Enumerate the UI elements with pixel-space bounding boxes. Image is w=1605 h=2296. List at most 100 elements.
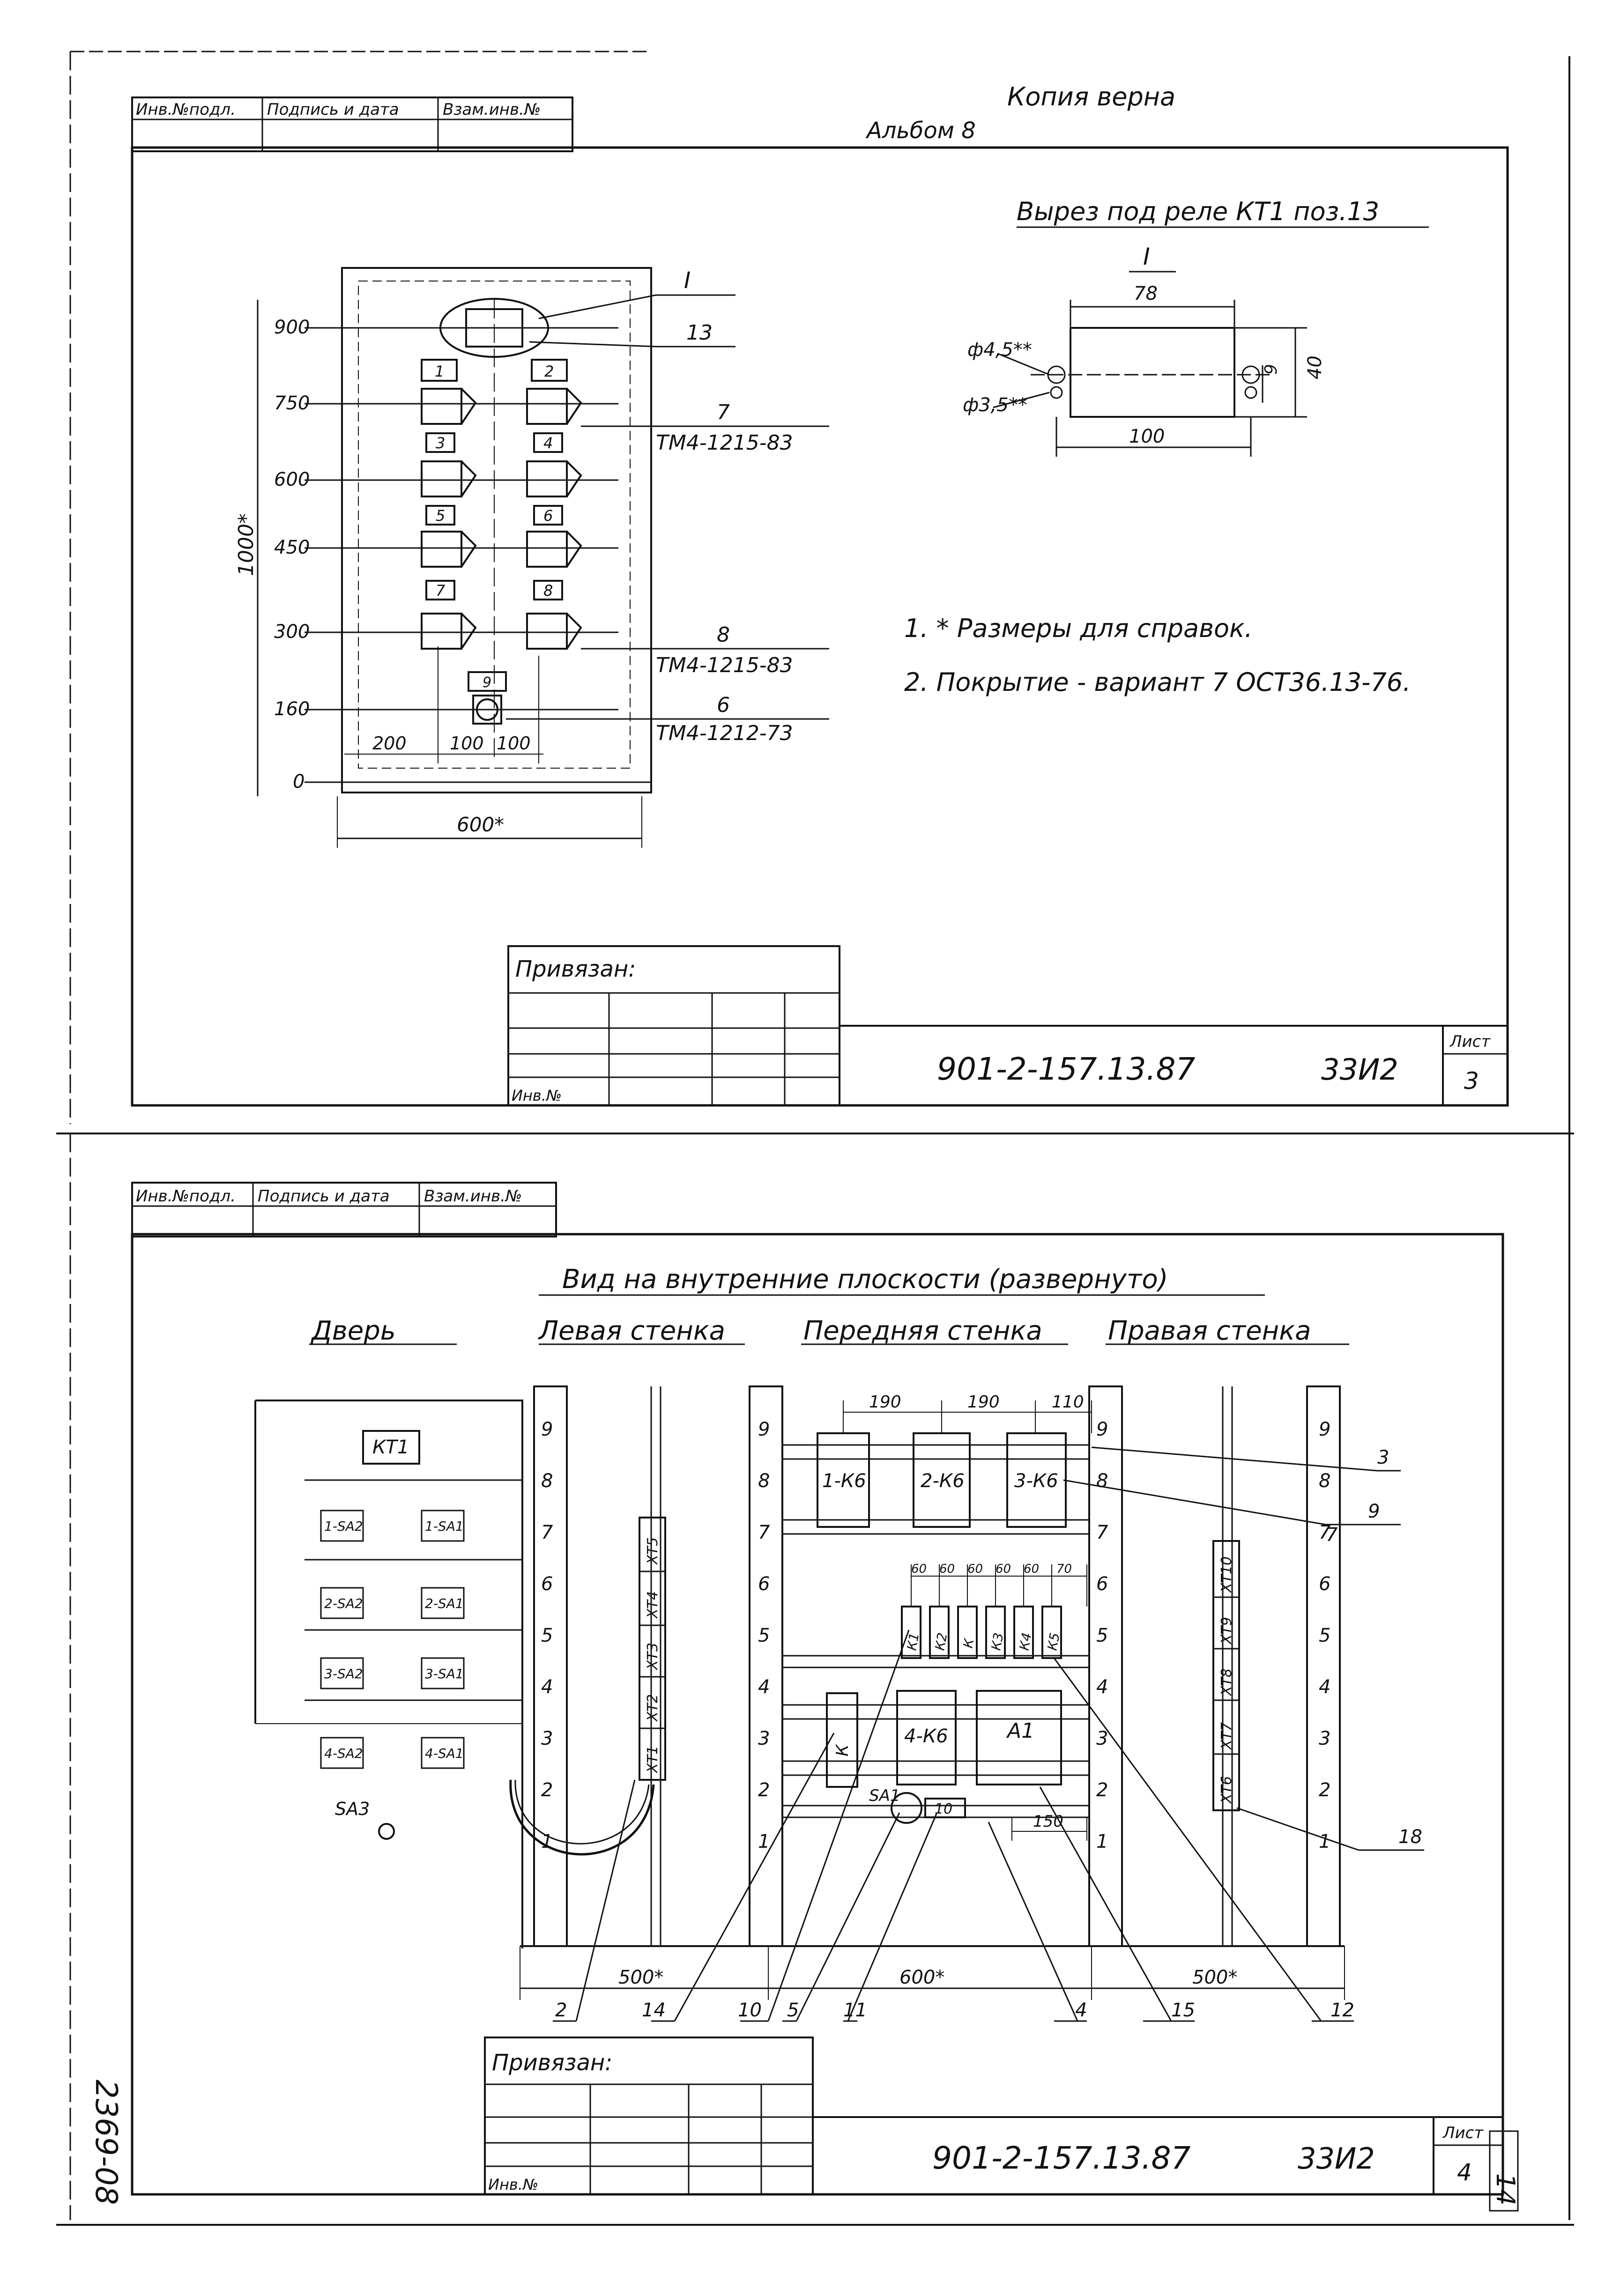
svg-text:7: 7	[1096, 1522, 1108, 1543]
callout-3: 3	[1377, 1447, 1389, 1468]
device-2k6: 2-К6	[921, 1470, 965, 1492]
svg-text:8: 8	[541, 1470, 553, 1492]
door-panel	[254, 1400, 523, 1948]
device-k2: К2	[932, 1631, 950, 1652]
cutout-hole-small: ф3,5**	[963, 394, 1027, 416]
callout-6: 6	[717, 693, 730, 717]
dim-190a: 190	[869, 1392, 901, 1412]
bottom-sheet-text: Инв.№подл. Подпись и дата Взам.инв.№ Вид…	[136, 1187, 1484, 2193]
svg-text:9: 9	[1096, 1419, 1108, 1440]
bottom-sheet	[56, 1133, 1574, 2226]
svg-text:1: 1	[1319, 1831, 1330, 1852]
rail-numbers-right: 1 2 3 4 5 6 7 8 9	[1319, 1419, 1331, 1852]
cutout-hole-big: ф4,5**	[967, 339, 1032, 361]
svg-text:1: 1	[541, 1831, 553, 1852]
cutout-width-top: 78	[1134, 283, 1158, 304]
svg-text:9: 9	[758, 1419, 770, 1440]
callout-11: 11	[843, 2000, 867, 2021]
relay-num-8: 8	[543, 582, 553, 600]
top-sheet	[56, 51, 1574, 1134]
bottom-stamp-box	[131, 1182, 557, 1237]
walls	[520, 1385, 1345, 2000]
door-switch-2sa2: 2-SA2	[324, 1596, 363, 1611]
svg-text:8: 8	[758, 1470, 770, 1492]
svg-text:5: 5	[1096, 1625, 1108, 1646]
terminal-xt4: ХТ4	[645, 1591, 661, 1619]
callout-7-bottom: 7	[1326, 1524, 1338, 1546]
terminal-xt2: ХТ2	[645, 1694, 661, 1722]
callout-15: 15	[1171, 2000, 1195, 2021]
top-sheet-text: Инв.№подл. Подпись и дата Взам.инв.№ Коп…	[136, 82, 1491, 1104]
svg-text:9: 9	[541, 1419, 553, 1440]
svg-text:3: 3	[758, 1728, 770, 1749]
dim-60b: 60	[939, 1562, 955, 1576]
album-label: Альбом 8	[865, 118, 976, 144]
level-160: 160	[274, 698, 310, 720]
svg-text:8: 8	[1096, 1470, 1108, 1492]
svg-text:6: 6	[541, 1573, 553, 1595]
section-right-wall: Правая стенка	[1108, 1316, 1311, 1346]
top-stamp-box	[131, 96, 573, 152]
door-switch-1sa2: 1-SA2	[324, 1518, 363, 1534]
top-stamp-sign: Подпись и дата	[267, 100, 399, 119]
dim-60a: 60	[911, 1562, 927, 1576]
device-3k6: 3-К6	[1014, 1470, 1058, 1492]
svg-text:2: 2	[1096, 1779, 1108, 1801]
level-750: 750	[274, 393, 310, 414]
svg-text:7: 7	[541, 1522, 553, 1543]
callout-I: I	[684, 267, 691, 294]
archive-number: 2369-08	[89, 2080, 123, 2205]
relay-num-1: 1	[435, 363, 444, 380]
svg-text:9: 9	[1319, 1419, 1330, 1440]
callout-2: 2	[555, 2000, 567, 2021]
svg-text:8: 8	[1319, 1470, 1330, 1492]
dim-110: 110	[1052, 1392, 1084, 1412]
relay-num-3: 3	[436, 434, 445, 452]
relay-num-2: 2	[544, 363, 554, 380]
dim-60d: 60	[996, 1562, 1011, 1576]
svg-text:7: 7	[758, 1522, 770, 1543]
rail-numbers-mid-right: 1 2 3 4 5 6 7 8 9	[1096, 1419, 1108, 1852]
svg-text:7: 7	[1319, 1522, 1331, 1543]
svg-text:3: 3	[1096, 1728, 1108, 1749]
callout-10: 10	[738, 2000, 762, 2021]
front-devices	[817, 1400, 1092, 1841]
device-a1: А1	[1006, 1719, 1034, 1743]
overall-500-left: 500*	[618, 1967, 663, 1988]
cutout-title: Вырез под реле КТ1 поз.13	[1017, 197, 1379, 226]
section-door: Дверь	[310, 1316, 396, 1346]
svg-text:5: 5	[1319, 1625, 1330, 1646]
kt1-relay-outline	[439, 298, 549, 358]
terminal-xt3: ХТ3	[645, 1643, 661, 1671]
level-450: 450	[274, 537, 310, 558]
svg-text:5: 5	[541, 1625, 553, 1646]
callout-13: 13	[686, 321, 713, 345]
relay-num-6: 6	[543, 507, 553, 525]
cutout-width-bottom: 100	[1129, 426, 1165, 447]
dim-150: 150	[1033, 1812, 1063, 1831]
device-k5: К5	[1044, 1631, 1063, 1652]
panel-height: 1000*	[234, 513, 258, 576]
door-switch-4sa2: 4-SA2	[324, 1746, 363, 1761]
small-device-10: 10	[935, 1801, 952, 1817]
level-300: 300	[274, 621, 310, 643]
section-front-wall: Передняя стенка	[803, 1316, 1042, 1346]
svg-text:4: 4	[1319, 1676, 1330, 1698]
svg-text:3: 3	[541, 1728, 553, 1749]
callout-7: 7	[717, 400, 730, 424]
left-wall-terminals	[509, 1517, 666, 1856]
device-k3: К3	[988, 1631, 1006, 1652]
svg-text:4: 4	[541, 1676, 553, 1698]
device-k-bottom: К	[833, 1744, 852, 1756]
right-wall-terminals	[1212, 1540, 1240, 1811]
bottom-list-no: 4	[1457, 2159, 1472, 2186]
svg-text:2: 2	[541, 1779, 553, 1801]
top-leaders	[506, 294, 829, 720]
svg-text:5: 5	[758, 1625, 770, 1646]
view-title: Вид на внутренние плоскости (развернуто)	[562, 1264, 1168, 1295]
door-lamp-sa3: SA3	[335, 1799, 370, 1819]
bottom-title-block	[484, 2037, 1519, 2212]
door-switch-2sa1: 2-SA1	[425, 1596, 464, 1611]
svg-text:6: 6	[1319, 1573, 1330, 1595]
